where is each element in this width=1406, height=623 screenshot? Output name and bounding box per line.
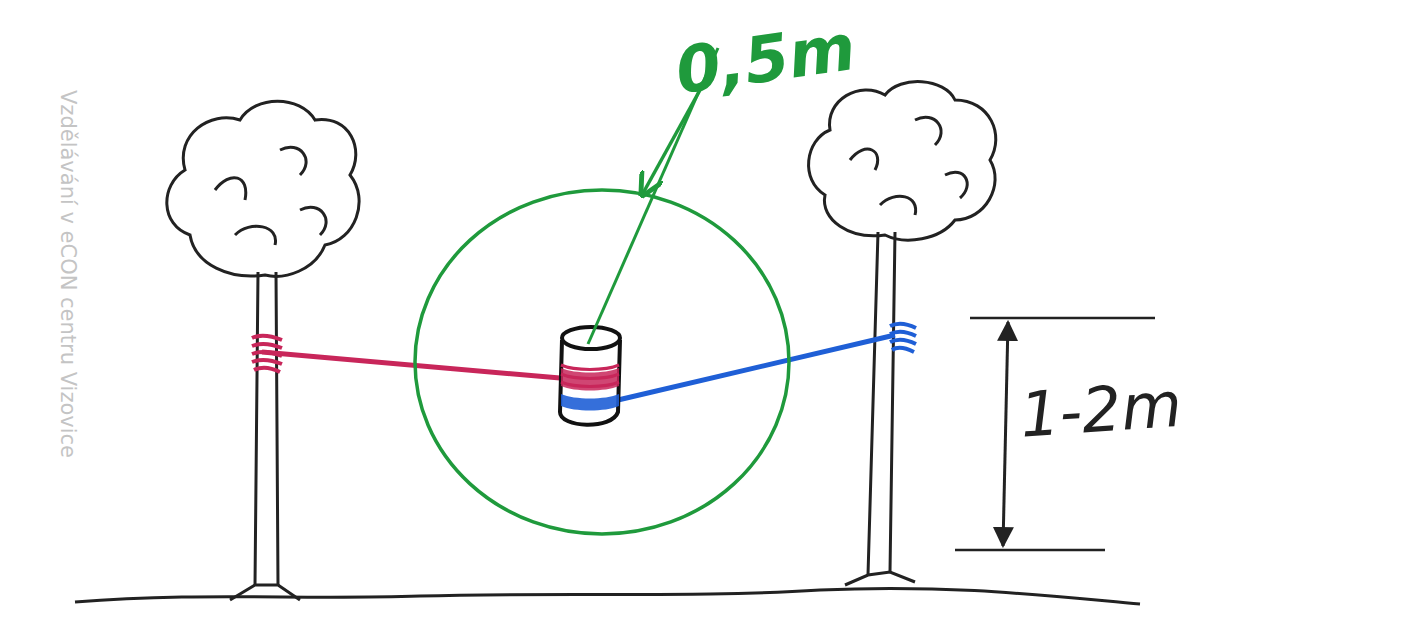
dimension-arrow xyxy=(1003,322,1008,546)
right-tree xyxy=(809,82,996,585)
radius-label: 0,5m xyxy=(672,15,859,103)
radius-circle xyxy=(415,190,789,534)
radius-arrow xyxy=(642,90,700,195)
blue-string xyxy=(618,335,895,400)
red-string xyxy=(262,352,560,378)
blue-string-wrap xyxy=(890,324,916,352)
dimension-label: 1-2m xyxy=(1018,374,1184,447)
watermark: Vzdělávání v eCON centru Vizovice xyxy=(57,90,78,458)
left-tree xyxy=(167,101,359,600)
red-string-wrap xyxy=(252,336,282,372)
